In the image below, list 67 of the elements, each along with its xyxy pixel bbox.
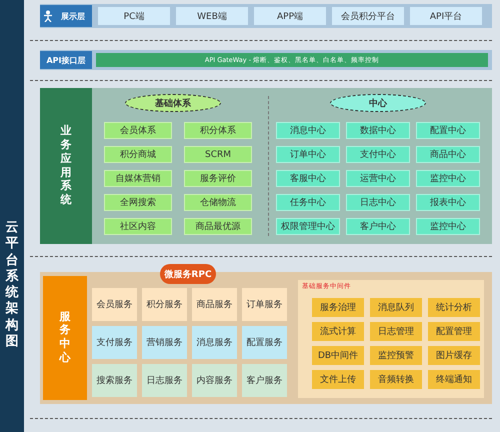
rpc-cloud: 微服务RPC — [160, 264, 216, 284]
center-item: 配置中心 — [416, 122, 480, 139]
layer-row — [40, 4, 492, 28]
group-ellipse: 中心 — [330, 94, 426, 112]
system-item: 会员体系 — [104, 122, 172, 139]
middleware-item: 音频转换 — [370, 370, 422, 389]
center-item: 客户中心 — [346, 218, 410, 235]
center-item: 日志中心 — [346, 194, 410, 211]
system-item: SCRM — [184, 146, 252, 163]
center-item: 支付中心 — [346, 146, 410, 163]
service-item: 支付服务 — [92, 326, 137, 359]
center-item: 任务中心 — [276, 194, 340, 211]
center-item: 权限管理中心 — [276, 218, 340, 235]
system-item: 积分商城 — [104, 146, 172, 163]
middleware-item: 消息队列 — [370, 298, 422, 317]
service-item: 内容服务 — [192, 364, 237, 397]
layer-item: APP端 — [254, 7, 326, 25]
layer-panel — [40, 88, 492, 244]
vertical-title: 云平台系统架构图 — [5, 219, 19, 351]
service-item: 订单服务 — [242, 288, 287, 321]
service-item: 日志服务 — [142, 364, 187, 397]
middleware-item: 统计分析 — [428, 298, 480, 317]
center-item: 报表中心 — [416, 194, 480, 211]
middleware-item: 监控预警 — [370, 346, 422, 365]
middleware-item: 文件上传 — [312, 370, 364, 389]
system-item: 服务评价 — [184, 170, 252, 187]
service-item: 积分服务 — [142, 288, 187, 321]
service-item: 商品服务 — [192, 288, 237, 321]
center-item: 商品中心 — [416, 146, 480, 163]
panel-heading: 业务应用系统 — [60, 123, 72, 208]
layer-item: PC端 — [98, 7, 170, 25]
layer-row — [40, 50, 492, 70]
layer-item: WEB端 — [176, 7, 248, 25]
service-item: 会员服务 — [92, 288, 137, 321]
middleware-item: 日志管理 — [370, 322, 422, 341]
center-item: 消息中心 — [276, 122, 340, 139]
layer-heading: 展示层 — [40, 5, 92, 27]
middleware-item: 服务治理 — [312, 298, 364, 317]
center-item: 监控中心 — [416, 218, 480, 235]
dark-band — [0, 0, 24, 432]
system-item: 仓储物流 — [184, 194, 252, 211]
service-item: 营销服务 — [142, 326, 187, 359]
system-item: 全网搜索 — [104, 194, 172, 211]
service-item: 消息服务 — [192, 326, 237, 359]
middleware-item: 配置管理 — [428, 322, 480, 341]
layer-heading: API接口层 — [40, 51, 92, 69]
center-item: 客服中心 — [276, 170, 340, 187]
group-ellipse: 基础体系 — [125, 94, 221, 112]
service-item: 搜索服务 — [92, 364, 137, 397]
system-item: 积分体系 — [184, 122, 252, 139]
center-item: 监控中心 — [416, 170, 480, 187]
service-item: 客户服务 — [242, 364, 287, 397]
middleware-item: DB中间件 — [312, 346, 364, 365]
center-item: 数据中心 — [346, 122, 410, 139]
service-item: 配置服务 — [242, 326, 287, 359]
layer-item: API平台 — [410, 7, 482, 25]
system-item: 商品最优源 — [184, 218, 252, 235]
middleware-panel — [298, 280, 484, 398]
middleware-item: 流式计算 — [312, 322, 364, 341]
system-item: 社区内容 — [104, 218, 172, 235]
middleware-item: 图片缓存 — [428, 346, 480, 365]
middleware-item: 终端通知 — [428, 370, 480, 389]
layer-item: 会员积分平台 — [332, 7, 404, 25]
panel-heading: 服务中心 — [59, 308, 71, 366]
center-item: 订单中心 — [276, 146, 340, 163]
system-item: 自媒体营销 — [104, 170, 172, 187]
center-item: 运营中心 — [346, 170, 410, 187]
